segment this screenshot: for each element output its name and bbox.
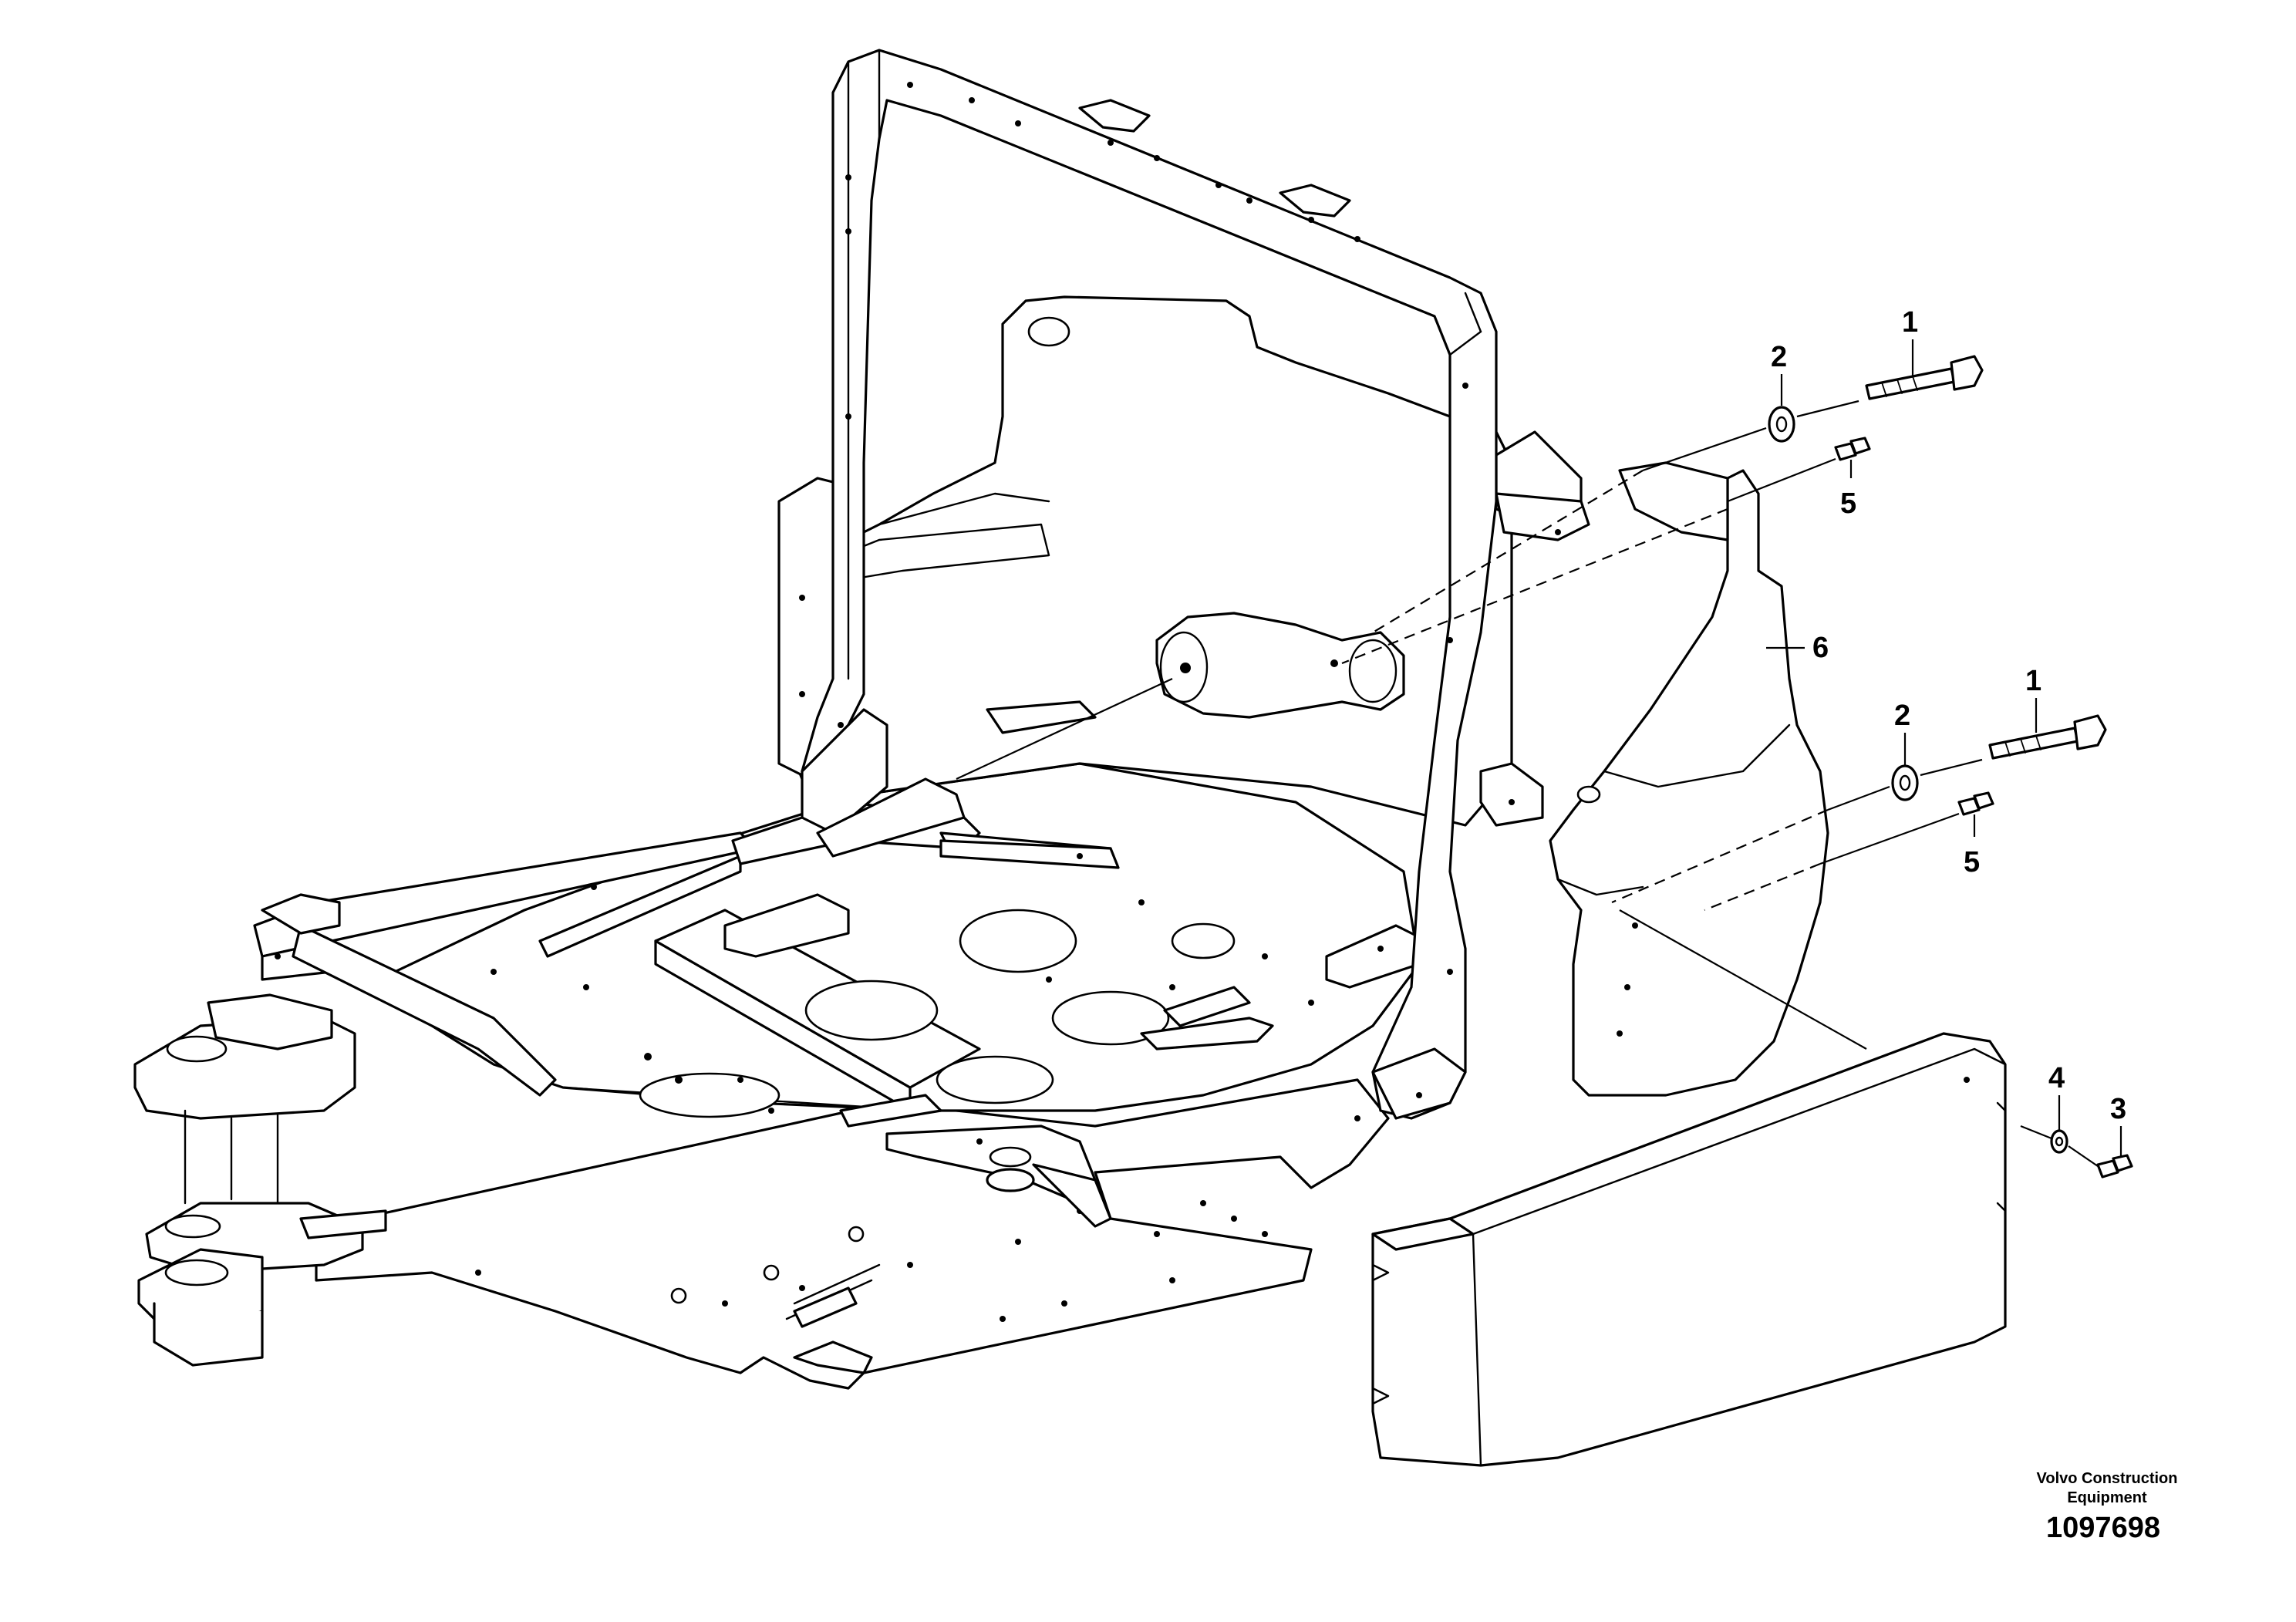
bolt-upper xyxy=(1865,355,1984,400)
callout-1-upper: 1 xyxy=(1902,306,1918,339)
rubber-mount xyxy=(1155,612,1405,719)
fuel-tank-wall xyxy=(777,295,1590,827)
brand-name-line1: Volvo Construction xyxy=(2036,1470,2178,1487)
callout-3: 3 xyxy=(2110,1093,2126,1125)
drawing-number: 1097698 xyxy=(2046,1512,2160,1544)
callout-6: 6 xyxy=(1812,632,1829,664)
callouts: 1 2 5 6 1 2 5 4 3 xyxy=(1771,306,2126,1125)
callout-4: 4 xyxy=(2048,1062,2065,1094)
callout-5-upper: 5 xyxy=(1840,487,1856,520)
washer-upper xyxy=(1768,406,1795,443)
callout-2-upper: 2 xyxy=(1771,341,1787,373)
right-side-rail xyxy=(885,986,1251,1228)
bolt-lower xyxy=(1988,714,2107,760)
callout-5-lower: 5 xyxy=(1964,846,1980,878)
side-cover xyxy=(1549,461,1829,1097)
brand-name-line2: Equipment xyxy=(2067,1489,2147,1506)
screw-counterweight xyxy=(2096,1154,2133,1179)
callout-1-lower: 1 xyxy=(2025,665,2041,697)
screw-lower xyxy=(1957,791,1994,816)
counterweight xyxy=(1371,1032,2007,1467)
fasteners xyxy=(1768,355,2133,1179)
washer-counterweight xyxy=(2050,1129,2068,1154)
washer-lower xyxy=(1891,764,1919,801)
main-frame-deck xyxy=(361,762,1421,1128)
upper-frame-base-plate xyxy=(315,1078,1390,1390)
callout-2-lower: 2 xyxy=(1894,700,1910,732)
assembly-lines xyxy=(956,339,2122,1167)
screw-upper xyxy=(1834,437,1871,461)
boom-swing-bracket xyxy=(133,993,387,1367)
roll-frame xyxy=(801,49,1498,1120)
